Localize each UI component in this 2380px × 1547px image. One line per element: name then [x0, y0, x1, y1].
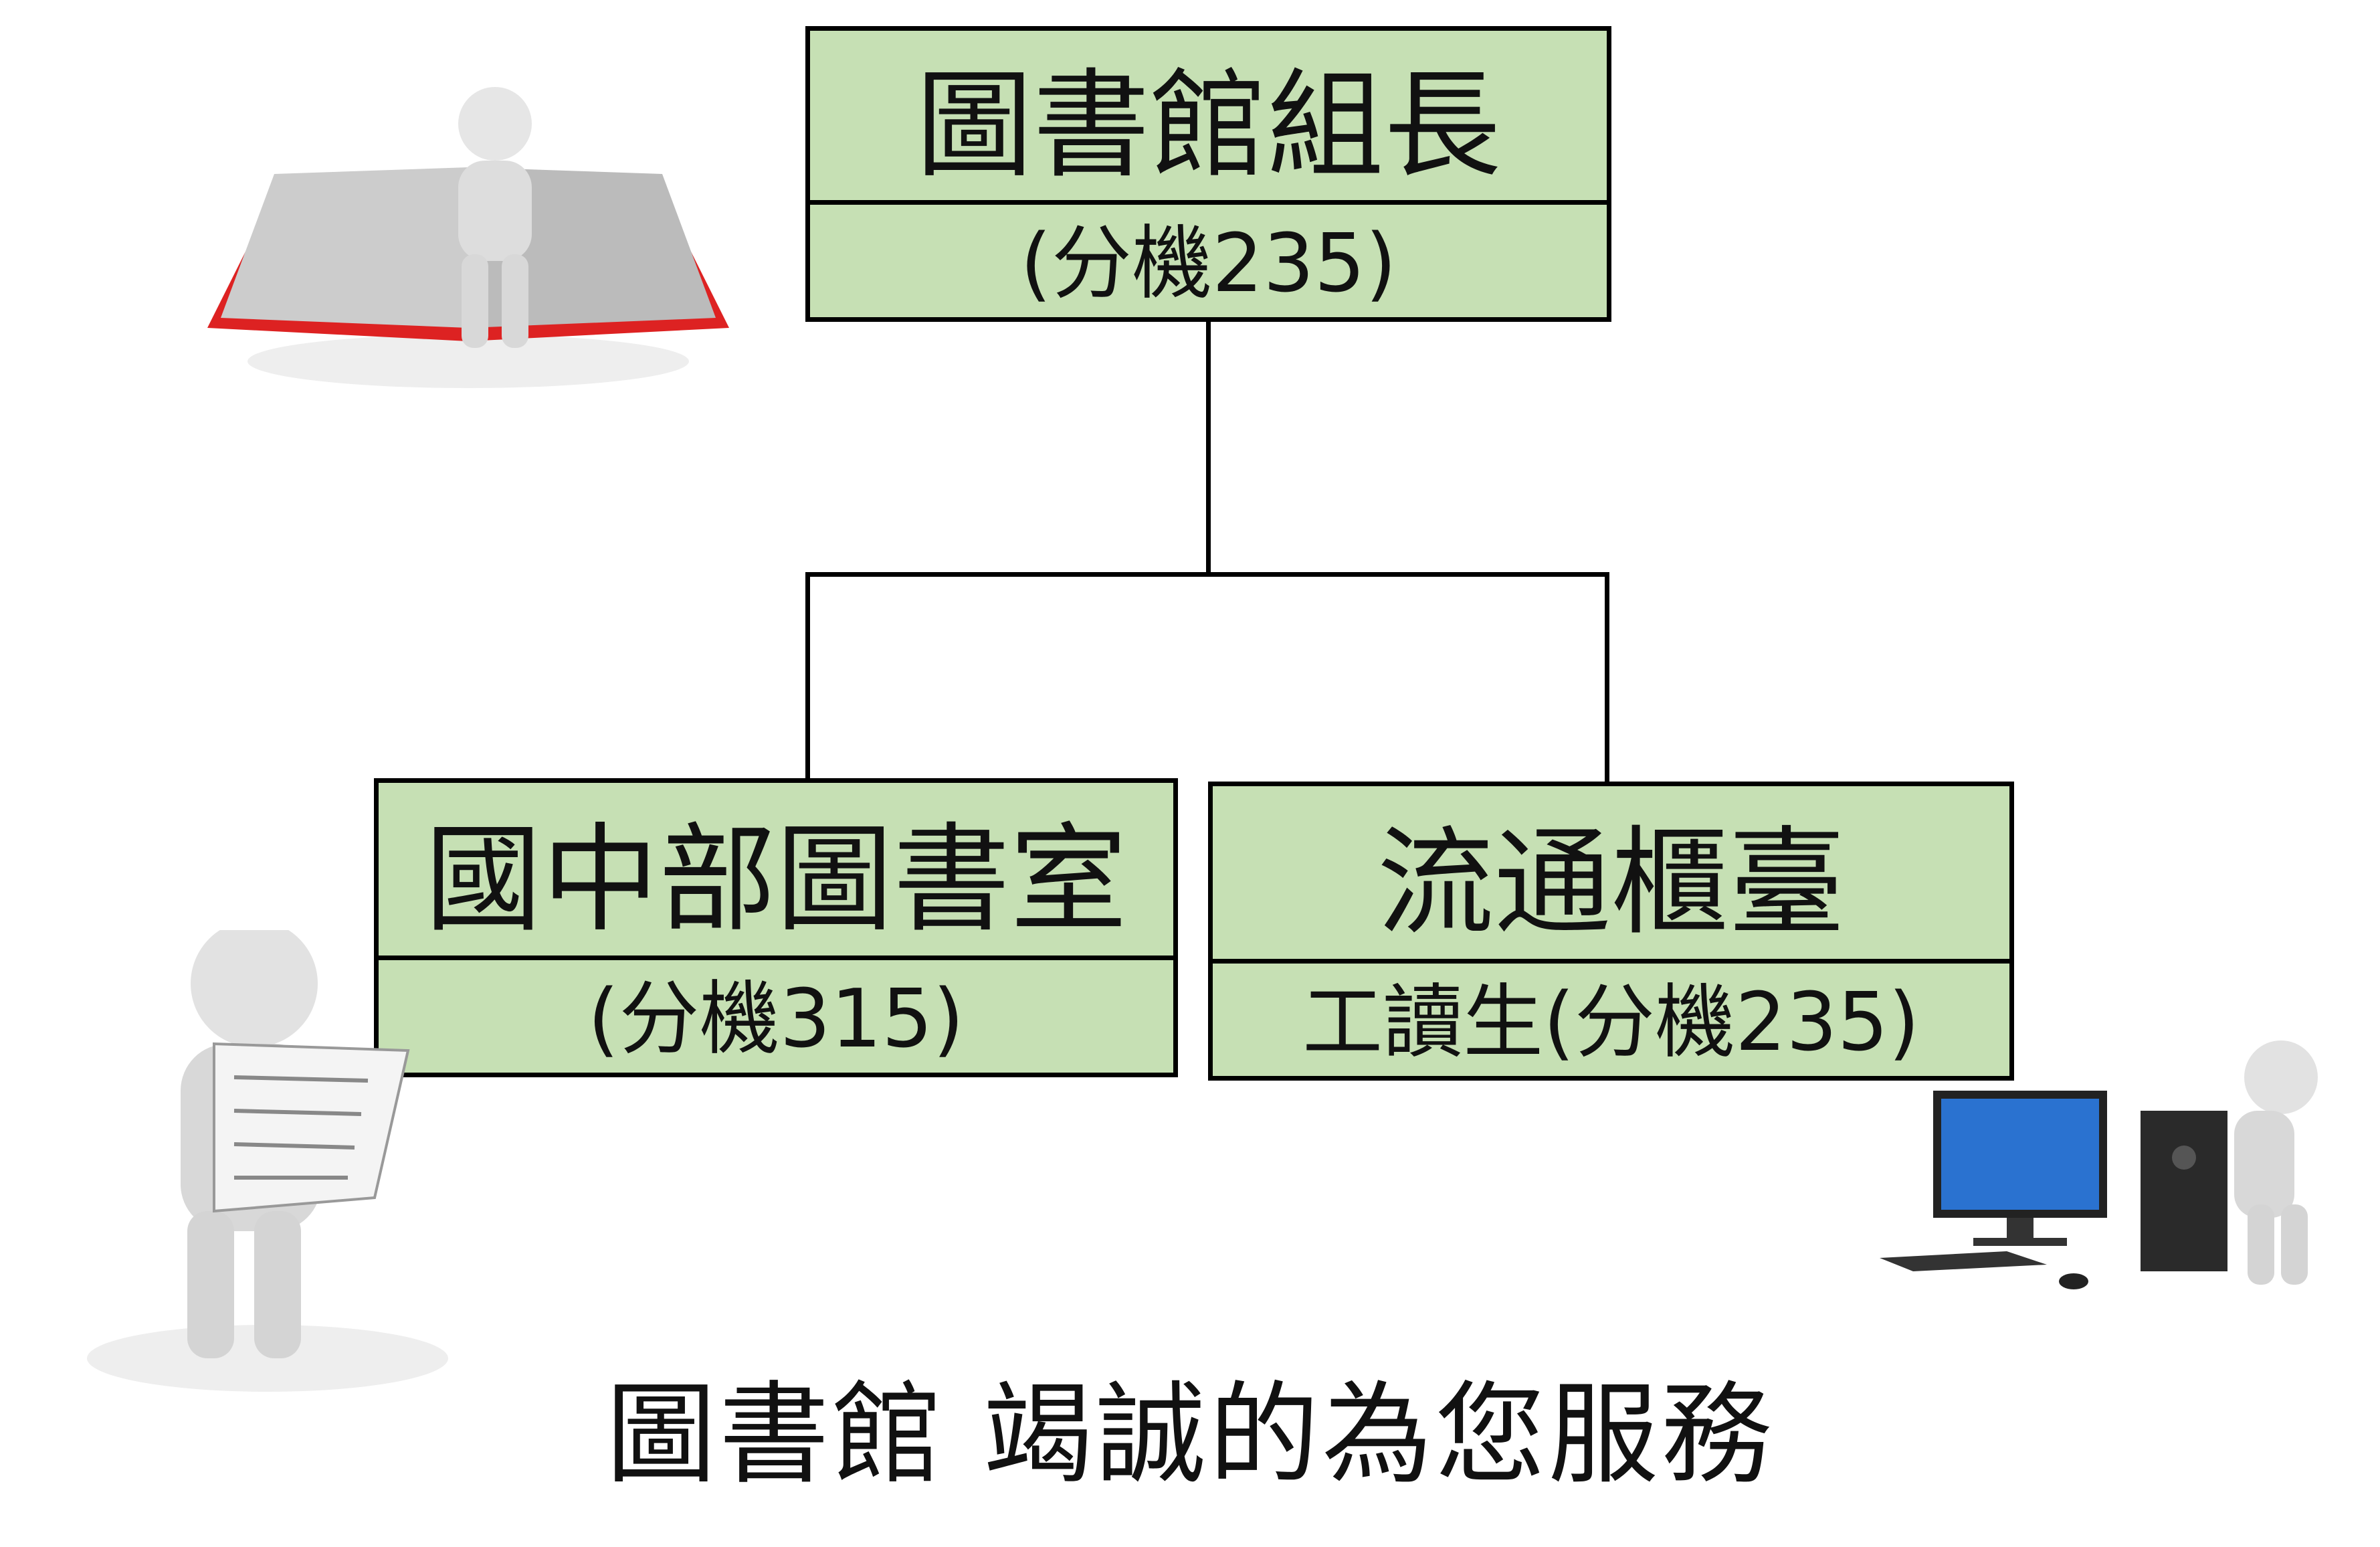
connector-vertical-main	[1206, 322, 1211, 576]
circulation-ext: 工讀生(分機235)	[1302, 976, 1920, 1069]
head-title: 圖書館組長	[810, 31, 1607, 205]
circulation-title: 流通櫃臺	[1213, 786, 2009, 964]
newspaper-reader-illustration	[87, 930, 448, 1392]
footer-slogan: 圖書館 竭誠的為您服務	[605, 1370, 1775, 1499]
head-ext: (分機235)	[1020, 217, 1397, 310]
circulation-box: 流通櫃臺 工讀生(分機235)	[1208, 782, 2014, 1081]
connector-right	[1605, 572, 1609, 783]
junior-library-ext: (分機315)	[587, 973, 965, 1066]
book-reader-illustration	[207, 87, 729, 388]
connector-left	[805, 572, 810, 780]
junior-library-box: 國中部圖書室 (分機315)	[374, 778, 1178, 1077]
computer-user-illustration	[1880, 1040, 2318, 1289]
head-box: 圖書館組長 (分機235)	[805, 26, 1611, 322]
junior-library-title: 國中部圖書室	[379, 783, 1173, 960]
connector-horizontal	[805, 572, 1609, 577]
